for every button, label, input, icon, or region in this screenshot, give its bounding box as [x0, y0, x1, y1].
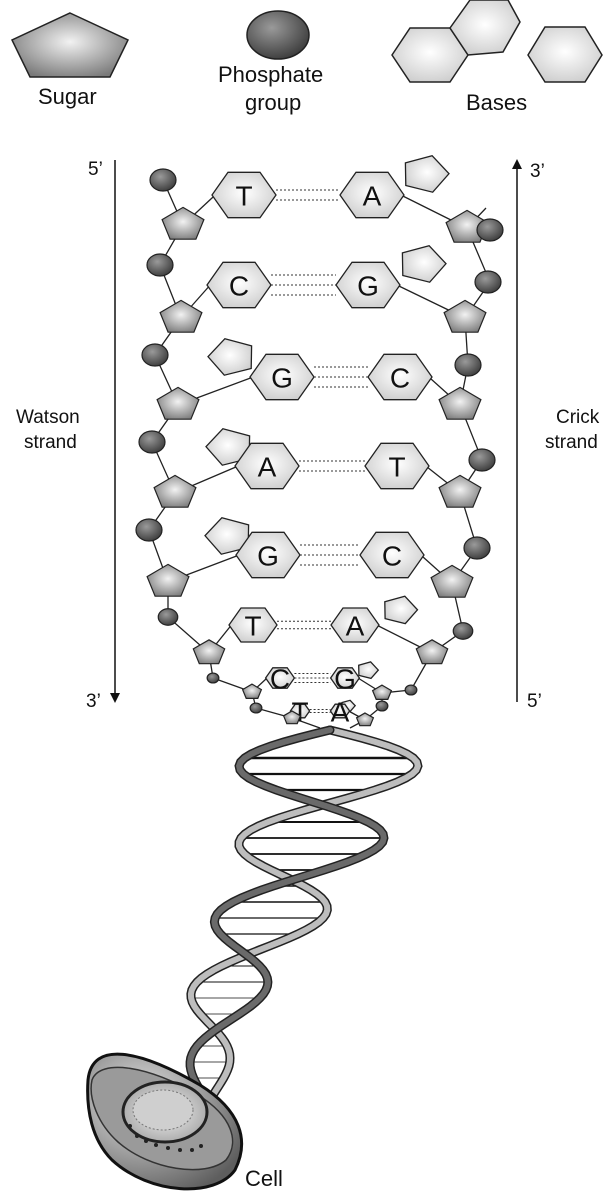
base-left: [234, 442, 300, 490]
base-letter-left: T: [235, 181, 252, 212]
sugar: [159, 299, 203, 333]
base-letter-left: T: [244, 611, 261, 642]
legend-phosphate-label-line1: Phosphate: [218, 62, 323, 87]
base-left: [235, 531, 301, 579]
purine-ring: [207, 337, 253, 376]
crick-bottom-end-label: 5’: [527, 691, 542, 712]
crick-strand-label-line2: strand: [545, 432, 598, 453]
phosphate: [404, 684, 418, 696]
base-letter-right: A: [346, 611, 365, 642]
crick-strand-axis: 3’ 5’ Crick strand: [512, 159, 600, 712]
phosphate: [476, 218, 504, 242]
legend-phosphate-icon: [246, 10, 310, 60]
base-right: [364, 442, 430, 490]
watson-strand-axis: 5’ 3’ Watson strand: [16, 159, 120, 712]
legend-bases-label: Bases: [466, 90, 527, 115]
sugar: [438, 474, 482, 508]
phosphate: [452, 622, 474, 640]
phosphate: [135, 518, 163, 542]
base-right: [330, 607, 380, 643]
cell-chromatin: [132, 1089, 194, 1131]
sugar: [241, 683, 263, 700]
base-right: [367, 353, 433, 401]
phosphate: [157, 608, 179, 626]
sugar: [192, 639, 226, 665]
base-letter-right: G: [334, 664, 356, 695]
phosphate: [375, 700, 389, 712]
crick-strand-label-line1: Crick: [556, 407, 600, 428]
base-letter-right: C: [382, 541, 402, 572]
cell-label: Cell: [245, 1166, 283, 1191]
legend-sugar-label: Sugar: [38, 84, 97, 109]
base-letter-left: G: [257, 541, 279, 572]
base-left: [264, 667, 296, 689]
base-left: [206, 261, 272, 309]
base-letter-left: C: [229, 271, 249, 302]
sugar: [371, 684, 393, 701]
base-left: [211, 171, 277, 219]
phosphate: [138, 430, 166, 454]
legend-base-icon: [449, 0, 521, 56]
sugar: [415, 639, 449, 665]
base-letter-left: A: [258, 452, 277, 483]
cell-organelles: [128, 1124, 203, 1152]
base-left: [249, 353, 315, 401]
phosphate: [463, 536, 491, 560]
base-letter-right: G: [357, 271, 379, 302]
double-helix: [185, 725, 423, 1119]
purine-ring: [205, 427, 251, 466]
phosphate: [141, 343, 169, 367]
sugar: [282, 710, 302, 725]
base-letter-right: A: [331, 697, 350, 728]
watson-top-end-label: 5’: [88, 159, 103, 180]
sugar: [443, 299, 487, 333]
base-right: [339, 171, 405, 219]
sugar: [153, 474, 197, 508]
purine-ring: [204, 516, 250, 555]
base-letter-left: G: [271, 363, 293, 394]
phosphate: [146, 253, 174, 277]
legend-sugar-icon: [10, 12, 130, 78]
base-right: [329, 703, 351, 719]
base-right: [335, 261, 401, 309]
base-letter-left: C: [270, 664, 290, 695]
helix-strand-dark: [187, 727, 387, 1117]
purine-ring: [401, 244, 447, 283]
crick-top-end-label: 3’: [530, 161, 545, 182]
legend-base-icon: [527, 26, 603, 83]
purine-ring: [358, 661, 380, 680]
base-right: [329, 667, 361, 689]
watson-strand-label-line2: strand: [24, 432, 77, 453]
helix-strand-dark-outline: [185, 725, 389, 1119]
phosphate: [149, 168, 177, 192]
purine-ring: [404, 154, 450, 193]
purine-ring: [384, 595, 419, 625]
base-right: [359, 531, 425, 579]
phosphate: [249, 702, 263, 714]
phosphate: [474, 270, 502, 294]
watson-strand-label-line1: Watson: [16, 407, 80, 428]
base-letter-right: A: [363, 181, 382, 212]
sugar: [161, 206, 205, 240]
legend: Sugar Phosphate group Bases: [10, 0, 603, 115]
watson-bottom-end-label: 3’: [86, 691, 101, 712]
sugar: [146, 563, 190, 597]
helix-strand-light: [187, 727, 422, 1117]
legend-phosphate-label-line2: group: [245, 90, 301, 115]
base-left: [228, 607, 278, 643]
phosphate: [206, 672, 220, 684]
sugar: [156, 386, 200, 420]
sugar: [355, 712, 375, 727]
sugar: [438, 386, 482, 420]
phosphate: [468, 448, 496, 472]
base-letter-right: C: [390, 363, 410, 394]
sugar: [430, 564, 474, 598]
base-letter-right: T: [388, 452, 405, 483]
phosphate: [454, 353, 482, 377]
cell: Cell: [86, 1052, 283, 1191]
